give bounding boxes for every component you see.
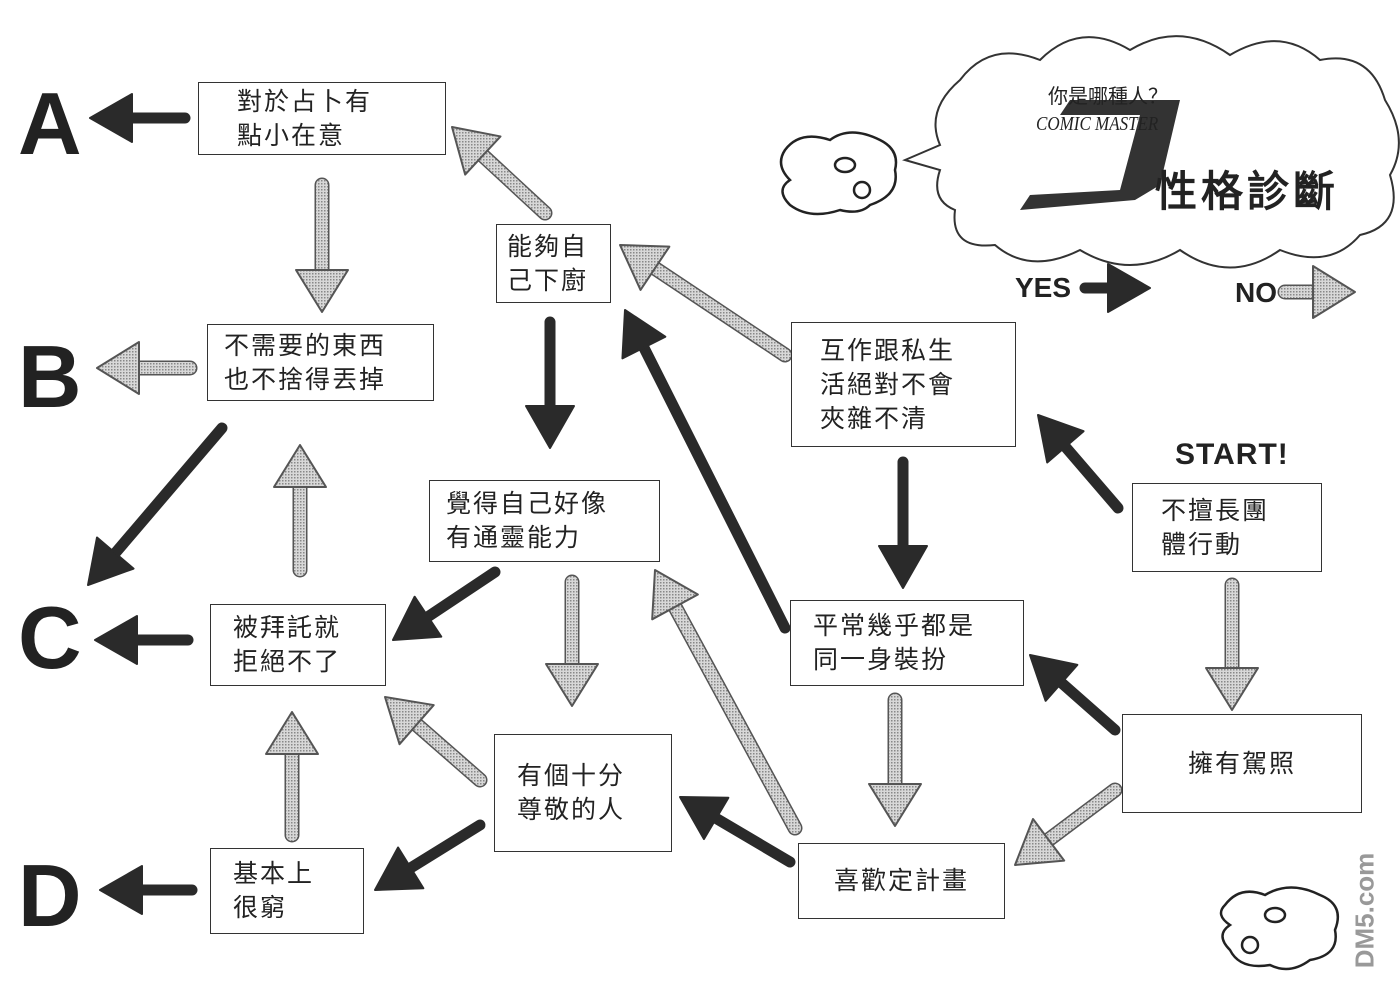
question-respect: 有個十分 尊敬的人 [494, 734, 672, 852]
mascot-bottom [1219, 886, 1340, 971]
arrow-no [295, 177, 349, 313]
arrow-to-d [99, 865, 198, 915]
question-hoarding: 不需要的東西 也不捨得丟掉 [207, 324, 434, 401]
result-a: A [18, 74, 82, 173]
page-gutter [697, 0, 707, 997]
question-cant-refuse: 被拜託就 拒絕不了 [210, 604, 386, 686]
mascot-top [779, 131, 898, 216]
arrow-yes [1029, 654, 1121, 736]
result-b: B [18, 327, 82, 426]
brand-logo: 漫画王 [1015, 164, 1075, 188]
arrow-no [545, 574, 599, 707]
legend-no-arrow [1277, 265, 1356, 319]
arrow-yes [1037, 414, 1124, 514]
arrow-to-c [94, 615, 194, 665]
title-question: 你是哪種人？ [1048, 84, 1168, 108]
arrow-no [451, 126, 553, 221]
arrow-no [273, 444, 327, 578]
arrow-yes [621, 309, 791, 634]
result-c: C [18, 588, 82, 687]
page-title: 性格診斷 [1155, 167, 1340, 216]
legend-yes-label: YES [1015, 272, 1072, 303]
arrow-yes [87, 422, 228, 586]
legend-yes-arrow [1079, 263, 1151, 313]
result-d: D [18, 846, 82, 945]
brand-english: COMIC MASTER [1036, 113, 1159, 135]
arrow-no [1205, 577, 1259, 711]
question-work-life: 互作跟私生 活絕對不會 夾雜不清 [791, 322, 1016, 447]
question-group: 不擅長團 體行動 [1132, 483, 1322, 572]
arrow-no [619, 244, 793, 363]
question-divination: 對於占卜有 點小在意 [198, 82, 446, 155]
question-cooking: 能夠自 己下廚 [496, 224, 611, 303]
arrow-yes [392, 566, 501, 641]
question-psychic: 覺得自己好像 有通靈能力 [429, 480, 660, 562]
legend-no-label: NO [1235, 277, 1277, 308]
start-label: START! [1175, 438, 1289, 471]
title-cloud [902, 35, 1400, 269]
arrow-yes [374, 819, 486, 891]
watermark: DM5.com [1349, 852, 1380, 969]
question-poor: 基本上 很窮 [210, 848, 364, 934]
question-planning: 喜歡定計畫 [798, 843, 1005, 919]
arrow-no [265, 711, 319, 843]
arrow-to-b [96, 341, 198, 395]
question-license: 擁有駕照 [1122, 714, 1362, 813]
arrow-no [868, 692, 922, 827]
question-same-outfit: 平常幾乎都是 同一身裝扮 [790, 600, 1024, 686]
arrow-no [1014, 782, 1123, 866]
arrow-no [384, 696, 488, 788]
arrow-yes [525, 316, 575, 449]
arrow-no [651, 569, 803, 836]
arrow-yes [679, 796, 796, 868]
arrow-to-a [89, 93, 191, 143]
arrow-yes [878, 456, 928, 589]
